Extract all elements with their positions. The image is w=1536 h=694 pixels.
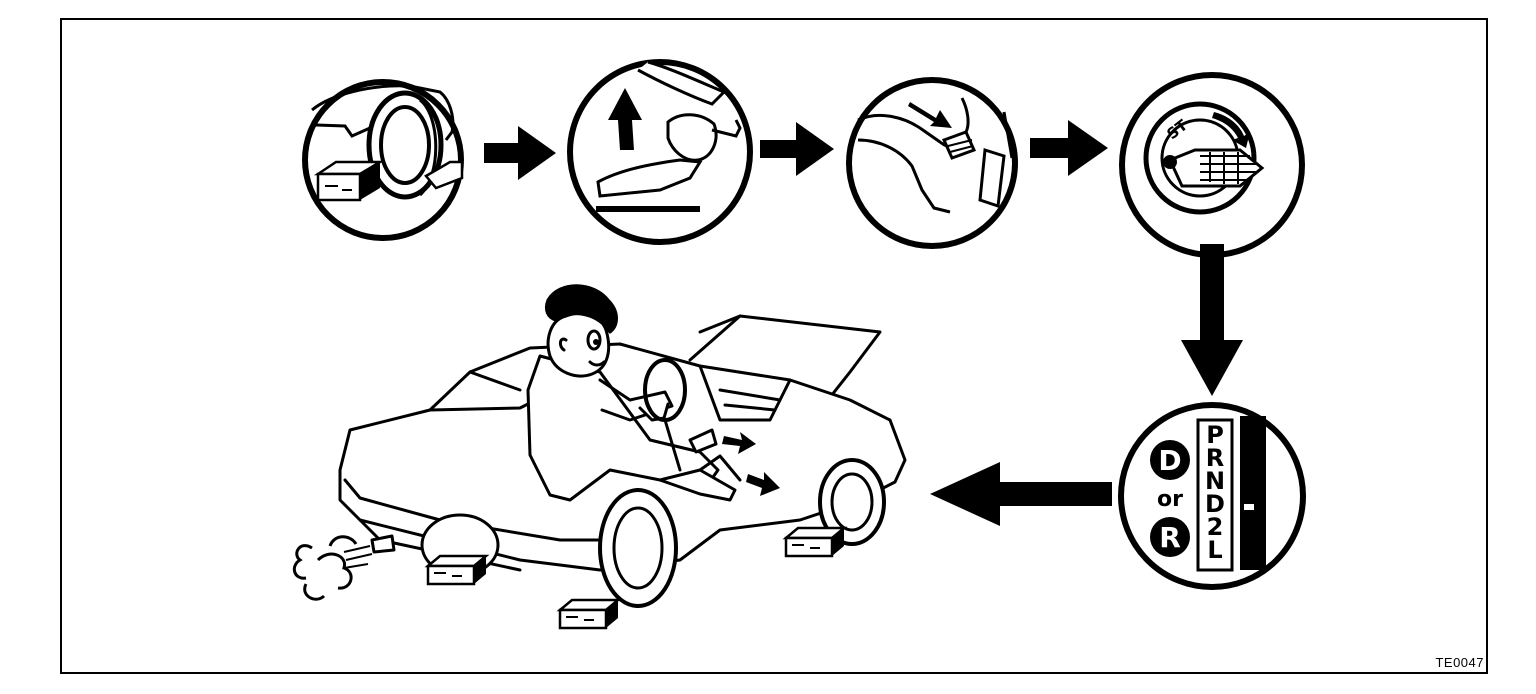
figure-reference-code: TE0047 — [1435, 655, 1484, 670]
exhaust-smoke-icon — [294, 537, 372, 599]
wheel-block-icon — [428, 556, 486, 584]
arrow-left-icon — [930, 462, 1112, 526]
arrow-right-icon — [1030, 120, 1108, 176]
gear-d-label: D — [1158, 444, 1181, 477]
car-on-blocks-scene — [340, 286, 905, 606]
shift-position-l: L — [1207, 536, 1222, 564]
shift-indicator-marker — [1244, 504, 1254, 510]
step-ignition-start: ST — [1122, 75, 1302, 255]
step-brake-pedal — [849, 80, 1015, 246]
arrow-right-icon — [760, 122, 834, 176]
gear-r-label: R — [1159, 521, 1181, 554]
arrow-down-icon — [1181, 244, 1243, 396]
wheel-block-icon — [560, 600, 618, 628]
step-shift-selector: D or R P R N D 2 L — [1121, 405, 1303, 587]
or-label: or — [1157, 487, 1183, 512]
step-wheel-chock — [305, 82, 462, 238]
step-parking-brake — [570, 62, 750, 242]
wheel-block-icon — [786, 528, 844, 556]
arrow-right-icon — [484, 126, 556, 180]
